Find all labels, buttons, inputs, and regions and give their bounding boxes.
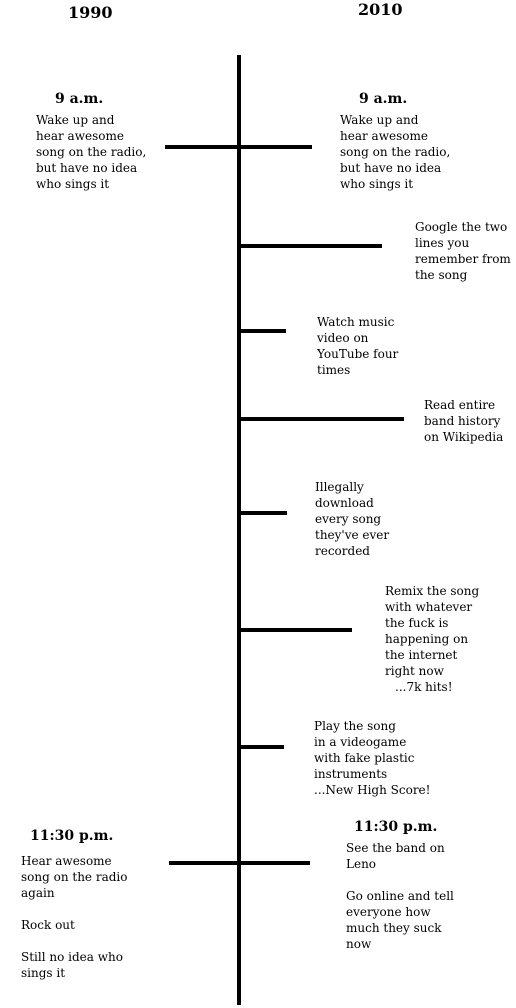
event-wikipedia-text: Read entire band history on Wikipedia xyxy=(424,398,504,444)
left-morning-text: Wake up and hear awesome song on the rad… xyxy=(36,113,147,191)
right-night-text-1: See the band on Leno xyxy=(346,841,445,871)
left-night-text-3: Still no idea who sings it xyxy=(21,950,123,980)
event-download-text: Illegally download every song they've ev… xyxy=(315,480,390,558)
tick-1130pm xyxy=(169,861,310,865)
event-remix-hits: ...7k hits! xyxy=(395,680,453,694)
tick-youtube xyxy=(239,329,286,333)
event-remix-text: Remix the song with whatever the fuck is… xyxy=(385,584,480,678)
tick-download xyxy=(239,511,287,515)
event-youtube-text: Watch music video on YouTube four times xyxy=(317,315,399,377)
event-videogame-text: Play the song in a videogame with fake p… xyxy=(314,719,431,797)
tick-google xyxy=(239,244,382,248)
year-2010-label: 2010 xyxy=(358,0,403,19)
tick-9am xyxy=(165,145,312,149)
year-1990-label: 1990 xyxy=(68,3,113,22)
right-morning-text: Wake up and hear awesome song on the rad… xyxy=(340,113,451,191)
left-night-time: 11:30 p.m. xyxy=(30,828,114,844)
right-morning-time: 9 a.m. xyxy=(359,91,408,107)
tick-wikipedia xyxy=(239,417,404,421)
tick-videogame xyxy=(239,745,284,749)
left-night-text-1: Hear awesome song on the radio again xyxy=(21,854,128,900)
event-google-text: Google the two lines you remember from t… xyxy=(415,220,511,282)
timeline-axis xyxy=(237,55,241,1005)
left-morning-time: 9 a.m. xyxy=(55,91,104,107)
tick-remix xyxy=(239,628,352,632)
right-night-time: 11:30 p.m. xyxy=(354,819,438,835)
right-night-text-2: Go online and tell everyone how much the… xyxy=(346,889,454,951)
left-night-text-2: Rock out xyxy=(21,918,75,932)
